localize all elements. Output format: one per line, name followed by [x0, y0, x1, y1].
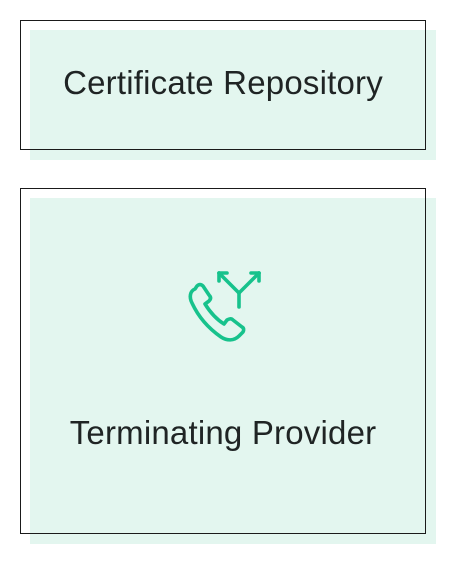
- card-border: [20, 188, 426, 534]
- card-label: Terminating Provider: [69, 414, 377, 451]
- terminating-provider-card[interactable]: Terminating Provider: [20, 188, 436, 544]
- card-background: [30, 30, 436, 160]
- card-background: [30, 198, 436, 544]
- card-label: Certificate Repository: [63, 64, 383, 101]
- card-border: [20, 20, 426, 150]
- certificate-repository-card[interactable]: Certificate Repository: [20, 20, 436, 160]
- phone-forward-icon: [183, 266, 263, 346]
